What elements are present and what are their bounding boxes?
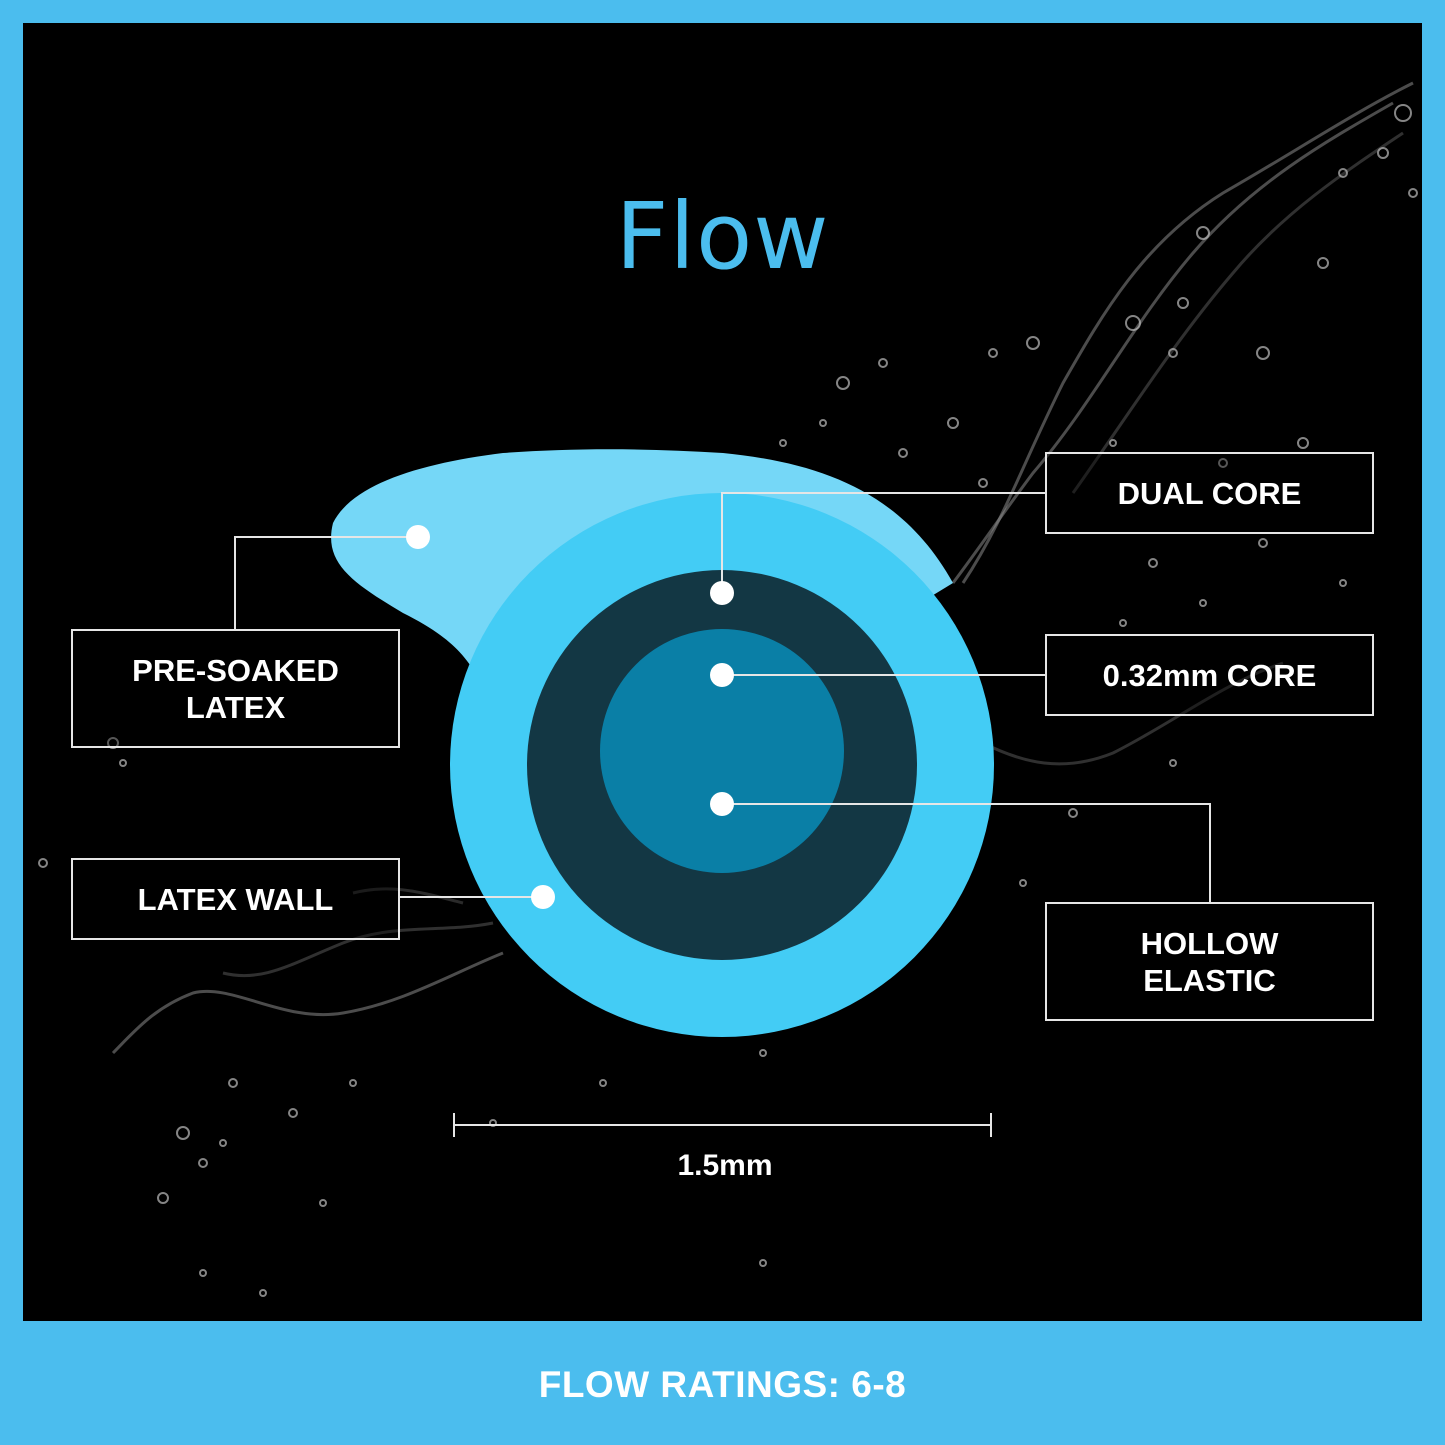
label-pre-soaked-latex: PRE-SOAKED LATEX — [71, 629, 400, 748]
label-core-thickness-text: 0.32mm CORE — [1103, 657, 1317, 694]
label-latex-wall: LATEX WALL — [71, 858, 400, 940]
footer-flow-ratings: FLOW RATINGS: 6-8 — [0, 1325, 1445, 1445]
marker-hollow-elastic — [710, 792, 734, 816]
diagram-panel: Flow PRE-SOAKED LATEX LATEX WALL DUAL CO… — [23, 23, 1422, 1321]
marker-core — [710, 663, 734, 687]
marker-dual-core — [710, 581, 734, 605]
title: Flow — [23, 183, 1422, 290]
marker-latex-wall — [531, 885, 555, 909]
label-dual-core-text: DUAL CORE — [1118, 475, 1302, 512]
label-latex-wall-text: LATEX WALL — [138, 881, 334, 918]
label-hollow-elastic-text: HOLLOW ELASTIC — [1110, 925, 1310, 999]
marker-pre-soaked-latex — [406, 525, 430, 549]
label-dual-core: DUAL CORE — [1045, 452, 1374, 534]
label-hollow-elastic: HOLLOW ELASTIC — [1045, 902, 1374, 1021]
label-core-thickness: 0.32mm CORE — [1045, 634, 1374, 716]
label-pre-soaked-latex-text: PRE-SOAKED LATEX — [121, 652, 351, 726]
scale-label: 1.5mm — [615, 1149, 835, 1183]
